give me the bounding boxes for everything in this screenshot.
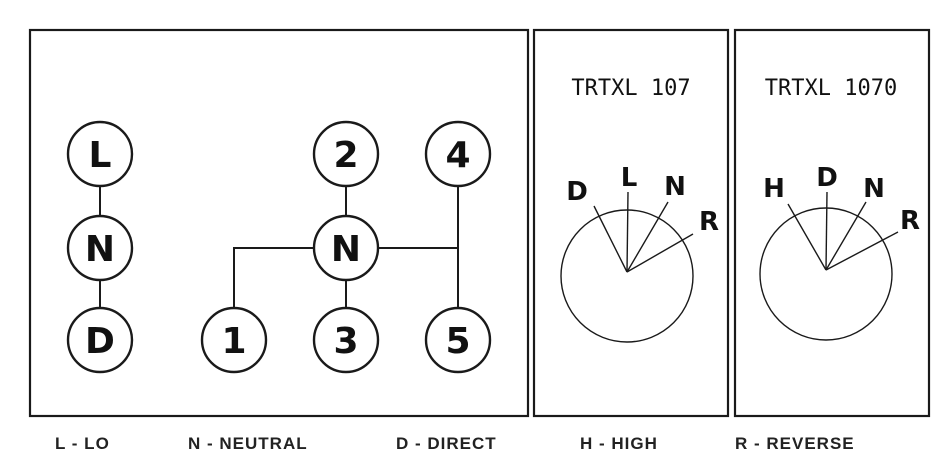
gear-2-label: 2 xyxy=(333,135,358,176)
gear-d-label: D xyxy=(85,321,115,362)
gear-4-label: 4 xyxy=(445,135,470,176)
dial-1070-pointer-h xyxy=(787,203,827,271)
gear-1-label: 1 xyxy=(221,321,246,362)
legend-lo: L - LO xyxy=(55,434,110,453)
dial-107-label-d: D xyxy=(566,177,588,207)
dial-1070-label-d: D xyxy=(816,163,838,193)
dial-1070-title: TRTXL 1070 xyxy=(765,76,897,101)
dial-107-label-l: L xyxy=(621,163,638,193)
dial-107-label-n: N xyxy=(664,172,686,202)
legend-neutral: N - NEUTRAL xyxy=(188,434,308,453)
legend-direct: D - DIRECT xyxy=(396,434,497,453)
gear-5-label: 5 xyxy=(445,321,470,362)
dial-1070-pointer-d xyxy=(825,191,828,271)
gear-3-label: 3 xyxy=(333,321,358,362)
dial-1070-circle xyxy=(759,207,893,341)
dial-panel-107 xyxy=(532,28,730,418)
dial-1070-label-h: H xyxy=(763,174,785,204)
gear-3: 3 xyxy=(312,306,380,374)
dial-107-pointer-l xyxy=(626,191,629,273)
legend-reverse: R - REVERSE xyxy=(735,434,855,453)
gear-n-column: N xyxy=(66,214,134,282)
dial-107-pointer-r xyxy=(626,233,694,273)
dial-107-pointer-d xyxy=(593,205,628,273)
gear-2: 2 xyxy=(312,120,380,188)
gear-5: 5 xyxy=(424,306,492,374)
shift-pattern-panel xyxy=(28,28,530,418)
legend-high: H - HIGH xyxy=(580,434,658,453)
gear-4: 4 xyxy=(424,120,492,188)
gear-d: D xyxy=(66,306,134,374)
gear-l-label: L xyxy=(89,135,112,176)
gear-n-grid: N xyxy=(312,214,380,282)
dial-1070-label-r: R xyxy=(900,206,920,236)
dial-panel-1070 xyxy=(733,28,931,418)
dial-107-pointer-n xyxy=(626,201,669,273)
dial-1070-pointer-n xyxy=(825,201,867,271)
dial-107-circle xyxy=(560,209,694,343)
dial-1070-pointer-r xyxy=(825,231,899,271)
connector-n-1 xyxy=(233,247,314,308)
gear-n-grid-label: N xyxy=(331,229,361,270)
dial-1070-label-n: N xyxy=(863,174,885,204)
gear-1: 1 xyxy=(200,306,268,374)
dial-107-title: TRTXL 107 xyxy=(571,76,690,101)
dial-107-label-r: R xyxy=(699,207,719,237)
gear-l: L xyxy=(66,120,134,188)
gear-n-column-label: N xyxy=(85,229,115,270)
